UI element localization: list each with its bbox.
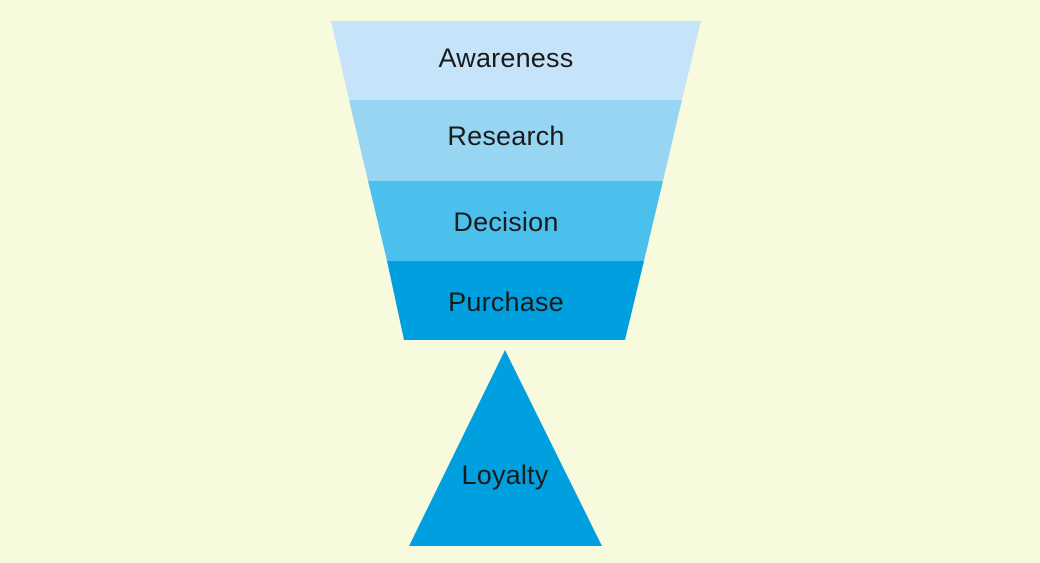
funnel-stage-label-purchase: Purchase [448, 287, 564, 317]
funnel-stage-label-loyalty: Loyalty [462, 460, 549, 490]
funnel-stage-research [349, 100, 682, 181]
funnel-stage-purchase [387, 261, 644, 340]
funnel-stage-decision [368, 181, 663, 261]
funnel-stage-label-awareness: Awareness [439, 43, 574, 73]
funnel-stage-awareness [331, 21, 701, 100]
funnel-stage-loyalty-triangle [409, 350, 602, 546]
funnel-stage-label-research: Research [447, 121, 564, 151]
funnel-stage-label-decision: Decision [453, 207, 558, 237]
